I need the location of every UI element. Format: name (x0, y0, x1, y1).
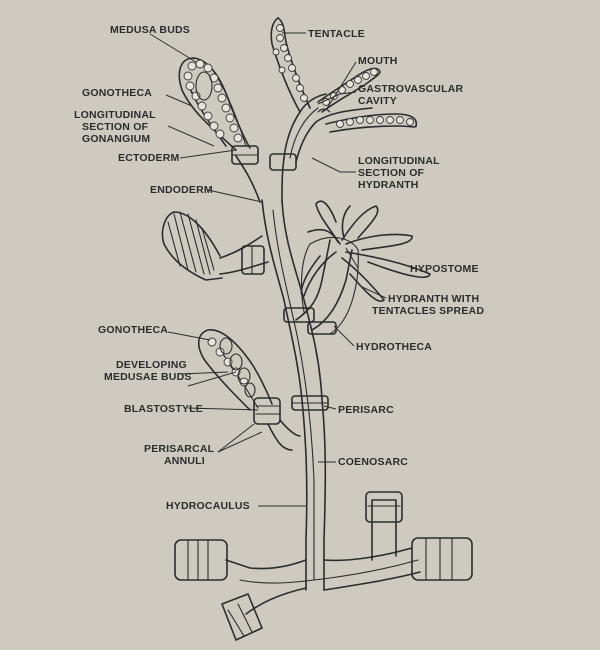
main-stem (261, 199, 308, 591)
main-stem-right (281, 199, 327, 591)
stolon-left-end (174, 539, 228, 581)
hydrotheca-branch (295, 239, 331, 321)
label-hydrocaulus: HYDROCAULUS (166, 500, 250, 512)
left-conical-hydrotheca (161, 211, 269, 281)
spread-tentacles (300, 200, 431, 303)
upper-stem-left (235, 155, 261, 203)
stolon-bottom-end (221, 593, 263, 641)
stolon-upper (225, 559, 307, 570)
label-long-section-hydranth-2: SECTION OF (358, 167, 425, 179)
label-gastrovascular-2: CAVITY (358, 95, 397, 107)
label-coenosarc: COENOSARC (338, 456, 408, 468)
labels: MEDUSA BUDS TENTACLE MOUTH GASTROVASCULA… (74, 24, 484, 512)
label-long-section-hydranth-3: HYDRANTH (358, 179, 419, 191)
label-mouth: MOUTH (358, 55, 398, 67)
label-gonotheca-top: GONOTHECA (82, 87, 152, 99)
label-tentacle: TENTACLE (308, 28, 365, 40)
label-endoderm: ENDODERM (150, 184, 213, 196)
label-long-section-gonangium-1: LONGITUDINAL (74, 109, 156, 121)
label-developing-2: MEDUSAE BUDS (104, 371, 192, 383)
label-hydrotheca: HYDROTHECA (356, 341, 432, 353)
label-developing-1: DEVELOPING (116, 359, 187, 371)
label-long-section-gonangium-3: GONANGIUM (82, 133, 150, 145)
stem-inner-line (272, 209, 315, 581)
stem-annuli (283, 307, 329, 411)
label-long-section-hydranth-1: LONGITUDINAL (358, 155, 440, 167)
hydranth-section (270, 17, 418, 163)
label-ectoderm: ECTODERM (118, 152, 180, 164)
label-perisarcal-1: PERISARCAL (144, 443, 215, 455)
upper-stem-right (281, 157, 285, 203)
stolon-lower (245, 587, 307, 615)
stolon-inner (239, 559, 419, 584)
label-gastrovascular-1: GASTROVASCULAR (358, 83, 463, 95)
label-blastostyle: BLASTOSTYLE (124, 403, 203, 415)
stolon-right-lower (323, 571, 421, 591)
middle-gonotheca (197, 329, 301, 451)
stolon-right-end (411, 537, 473, 581)
stolon-right-upper (323, 547, 413, 562)
label-hydranth-spread-2: TENTACLES SPREAD (372, 305, 484, 317)
label-perisarc: PERISARC (338, 404, 394, 416)
hydrotheca-cup (311, 249, 353, 331)
label-hydranth-spread-1: HYDRANTH WITH (388, 293, 479, 305)
stolon-upright-end (365, 491, 403, 561)
label-long-section-gonangium-2: SECTION OF (82, 121, 149, 133)
label-perisarcal-2: ANNULI (164, 455, 205, 467)
colony-drawing (161, 17, 473, 641)
label-gonotheca-mid: GONOTHECA (98, 324, 168, 336)
leader-lines (149, 32, 387, 507)
gonangium-section (178, 57, 251, 151)
label-medusa-buds: MEDUSA BUDS (110, 24, 190, 36)
label-hypostome: HYPOSTOME (410, 263, 479, 275)
